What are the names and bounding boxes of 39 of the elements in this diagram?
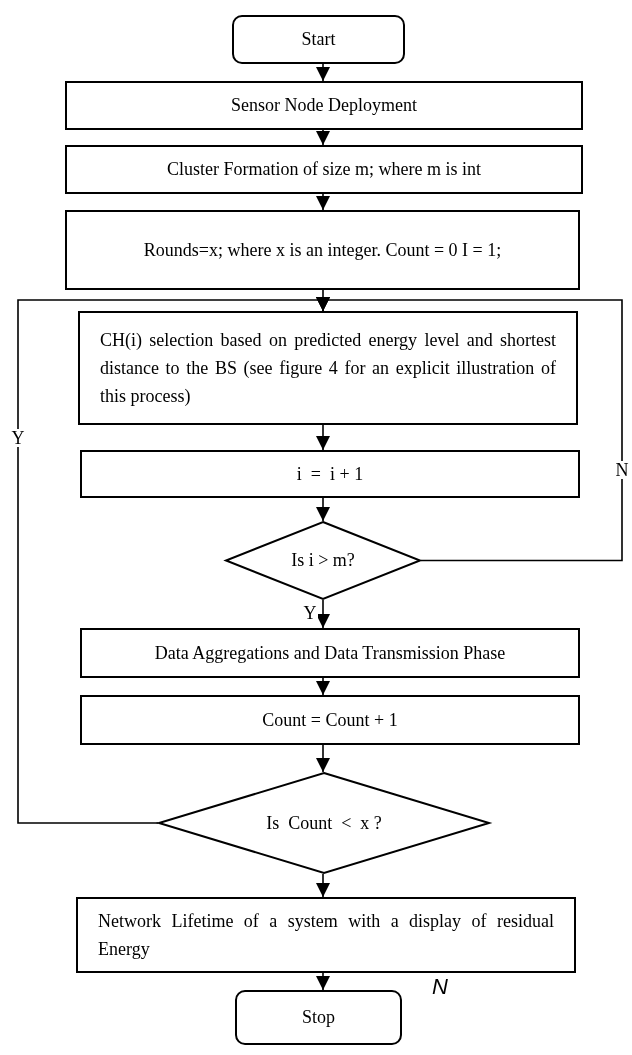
step-text: Network Lifetime of a system with a display of residual Energy — [97, 910, 555, 961]
arrow — [316, 497, 330, 522]
process-box — [65, 210, 580, 290]
decision-text: Is Count < x ? — [266, 812, 382, 834]
step-text: Stop — [302, 1007, 335, 1028]
process-box — [78, 311, 578, 425]
edge-label: N — [614, 461, 630, 479]
step-text: Rounds=x; where x is an integer. Count = 0 I = 1; — [143, 239, 502, 261]
terminal-box — [232, 15, 405, 64]
step-text: Count = Count + 1 — [262, 709, 398, 731]
arrow — [316, 424, 330, 451]
arrow — [316, 63, 330, 82]
decision-text: Is i > m? — [291, 550, 355, 571]
arrow — [17, 297, 330, 824]
step-text: Start — [301, 29, 336, 50]
step-text: i = i + 1 — [296, 463, 364, 485]
step-text: CH(i) selection based on predicted energy level and shortest distance to the BS (see figure 4 for an explicit illustration of this process) — [99, 329, 557, 408]
arrow — [316, 193, 330, 211]
arrow — [316, 677, 330, 696]
arrow — [316, 744, 330, 773]
edge-label: Y — [10, 429, 26, 447]
arrow — [316, 873, 330, 898]
process-box — [76, 897, 576, 973]
decision-diamond — [225, 521, 421, 600]
terminal-box — [235, 990, 402, 1045]
arrow — [316, 599, 330, 629]
edge-label: Y — [302, 604, 318, 622]
process-box — [65, 81, 583, 130]
step-text: Sensor Node Deployment — [231, 95, 417, 116]
process-box — [80, 628, 580, 678]
arrow — [316, 972, 330, 991]
branch-label: N — [432, 976, 448, 998]
process-box — [80, 695, 580, 745]
process-box — [80, 450, 580, 498]
process-box — [65, 145, 583, 194]
step-text: Data Aggregations and Data Transmission Phase — [154, 642, 506, 664]
arrow — [316, 129, 330, 146]
step-text: Cluster Formation of size m; where m is int — [167, 159, 481, 180]
decision-diamond — [158, 772, 490, 874]
